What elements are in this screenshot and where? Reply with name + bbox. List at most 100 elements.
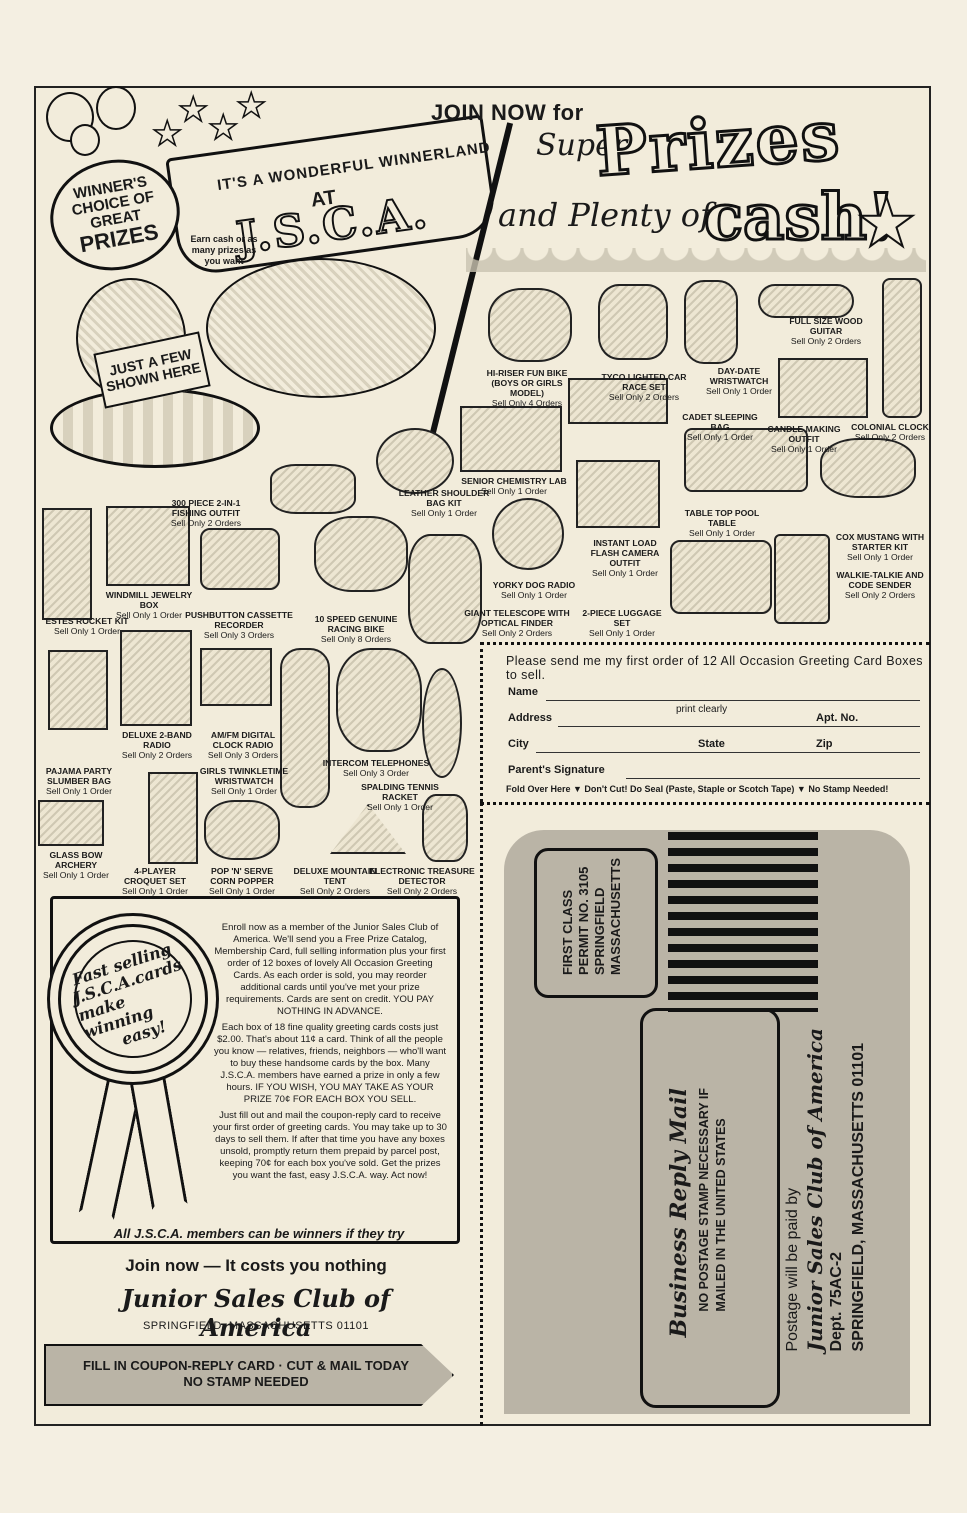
name-field[interactable]: [546, 700, 920, 701]
signature-field[interactable]: [626, 778, 920, 779]
guitar-sketch: [758, 284, 854, 318]
cut-line: [480, 802, 930, 805]
enroll-paragraph: Each box of 18 fine quality greeting car…: [213, 1022, 447, 1105]
shoulder-bag-sketch: [376, 428, 454, 494]
print-clearly-note: print clearly: [676, 704, 728, 715]
archery-sketch: [38, 800, 104, 846]
wristwatch-sketch: [684, 280, 738, 364]
sleeping-bag-sketch: [568, 378, 668, 424]
advertisement-page: ★ ★ ★ ★ IT'S A WONDERFUL WINNERLAND AT J…: [34, 86, 931, 1426]
permit-line: PERMIT NO. 3105: [576, 866, 591, 976]
twinkletime-watch-sketch: [280, 648, 330, 808]
brm-subtitle: NO POSTAGE STAMP NECESSARY IF MAILED IN …: [696, 1088, 730, 1312]
permit-line: FIRST CLASS: [560, 889, 575, 976]
enroll-paragraph: Enroll now as a member of the Junior Sal…: [214, 922, 446, 1017]
enroll-box: [50, 896, 460, 1244]
cut-mail-arrow: [44, 1344, 454, 1406]
brm-sub-line: NO POSTAGE STAMP NECESSARY IF: [697, 1088, 711, 1312]
scallop-divider: [466, 248, 926, 272]
plenty-word: and Plenty of: [498, 196, 712, 234]
star-icon: ★: [177, 90, 209, 130]
telephone-sketch: [336, 648, 422, 752]
coupon-intro: Please send me my first order of 12 All …: [506, 654, 923, 682]
star-icon: ★: [207, 108, 239, 148]
brm-title: Business Reply Mail: [666, 1088, 692, 1338]
kids-illustration: [206, 258, 436, 398]
airplane-sketch: [820, 438, 916, 498]
candle-outfit-sketch: [778, 358, 868, 418]
clock-sketch: [882, 278, 922, 418]
croquet-sketch: [148, 772, 198, 864]
join-now-header: JOIN NOW for: [431, 100, 584, 125]
pool-table-sketch: [684, 428, 808, 492]
clock-radio-sketch: [200, 648, 272, 706]
rocket-kit-sketch: [42, 508, 92, 620]
city-field[interactable]: [536, 752, 920, 753]
fishing-outfit-sketch: [270, 464, 356, 514]
cut-line: [480, 802, 483, 1426]
enroll-paragraph: Just fill out and mail the coupon-reply …: [213, 1110, 447, 1181]
state-label: State: [698, 738, 725, 750]
brm-sub-line: MAILED IN THE UNITED STATES: [714, 1118, 728, 1312]
pedestal: [50, 388, 260, 468]
zip-label: Zip: [816, 738, 833, 750]
star-icon: ★: [151, 114, 183, 154]
postal-bars: [668, 832, 818, 1012]
signature-label: Parent's Signature: [508, 764, 605, 776]
star-icon: ★: [235, 86, 267, 126]
address-field[interactable]: [558, 726, 920, 727]
telescope-sketch: [408, 534, 482, 644]
join-now-footer: Join now — It costs you nothing: [125, 1256, 387, 1275]
brm-box: [640, 1008, 780, 1408]
reply-city: SPRINGFIELD, MASSACHUSETTS 01101: [850, 1043, 867, 1352]
jewelry-box-sketch: [106, 506, 190, 586]
fold-note: Fold Over Here ▼ Don't Cut! Do Seal (Pas…: [506, 784, 889, 794]
paid-by: Postage will be paid by: [784, 1187, 801, 1352]
permit-box: [534, 848, 658, 998]
footer-address: SPRINGFIELD, MASSACHUSETTS 01101: [142, 1320, 370, 1332]
cut-mail-text: FILL IN COUPON-REPLY CARD · CUT & MAIL T…: [56, 1358, 436, 1390]
cash-headline: cash!: [702, 179, 896, 257]
arrow-line: FILL IN COUPON-REPLY CARD · CUT & MAIL T…: [83, 1358, 409, 1373]
super-word: Super: [536, 128, 628, 163]
permit-line: MASSACHUSETTS: [608, 858, 623, 976]
postage-paid-block: Postage will be paid by Junior Sales Clu…: [782, 1028, 870, 1352]
tennis-racket-sketch: [422, 668, 462, 778]
org-name: Junior Sales Club of America: [803, 1028, 827, 1352]
earn-note: Earn cash or as many prizes as you want: [190, 234, 258, 266]
ribbon-center: Fast selling J.S.C.A.cards make winning …: [58, 924, 208, 1074]
walkie-talkie-sketch: [774, 534, 830, 624]
treasure-detector-sketch: [422, 794, 468, 862]
enroll-text: Enroll now as a member of the Junior Sal…: [212, 922, 448, 1186]
corn-popper-sketch: [204, 800, 280, 860]
award-ribbon: Fast selling J.S.C.A.cards make winning …: [58, 924, 208, 1074]
order-coupon: [480, 642, 930, 802]
prizes-headline: Prizes: [592, 94, 845, 194]
balloon-icon: [96, 86, 136, 130]
members-winners-line: All J.S.C.A. members can be winners if t…: [113, 1226, 405, 1241]
